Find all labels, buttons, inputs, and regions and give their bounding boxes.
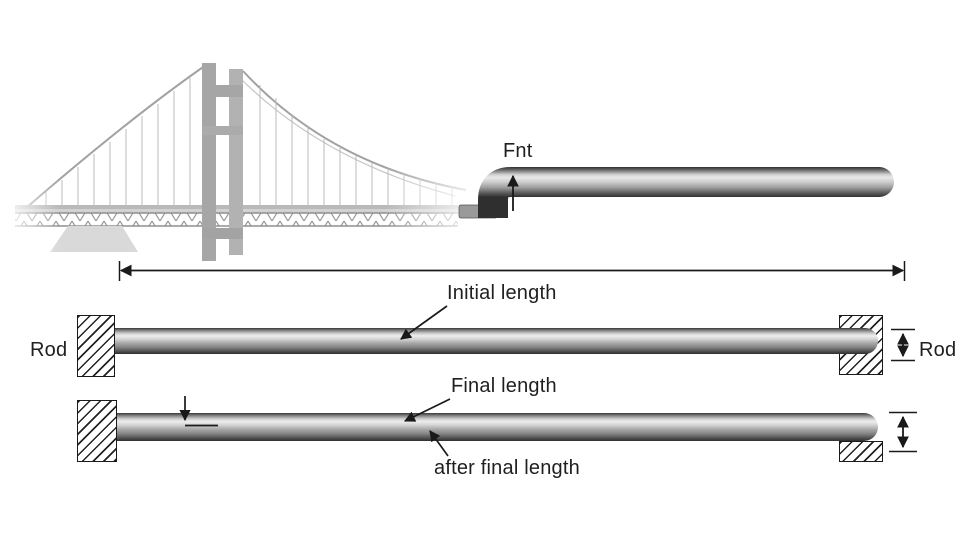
- fog-fade-left: [0, 30, 60, 270]
- bridge-cables: [25, 64, 467, 209]
- pipe-rounded-end: [864, 167, 894, 197]
- wall-block-right-final: [839, 441, 883, 462]
- pipe-foot-flange: [458, 204, 498, 219]
- initial-length-label: Initial length: [447, 282, 557, 304]
- wall-block-left-initial: [77, 315, 115, 377]
- rod-label-left: Rod: [30, 339, 68, 361]
- bridge-deck: [15, 205, 458, 252]
- length-dimension-line: [118, 261, 906, 281]
- rod-initial-length: [113, 328, 878, 354]
- force-label: Fnt: [503, 140, 533, 162]
- rod-diameter-dimension-initial: [891, 328, 915, 362]
- bridge-tower: [202, 63, 243, 261]
- rod-label-right: Rod: [919, 339, 957, 361]
- bridge-hangers: [45, 78, 453, 208]
- pipe-elbow: [458, 167, 894, 219]
- final-length-label: Final length: [451, 375, 557, 397]
- fog-fade-right: [385, 30, 490, 270]
- after-final-length-label: after final length: [434, 457, 580, 479]
- wall-block-left-final: [77, 400, 117, 462]
- rod-diameter-dimension-final: [889, 411, 917, 453]
- rod-final-length: [115, 413, 878, 441]
